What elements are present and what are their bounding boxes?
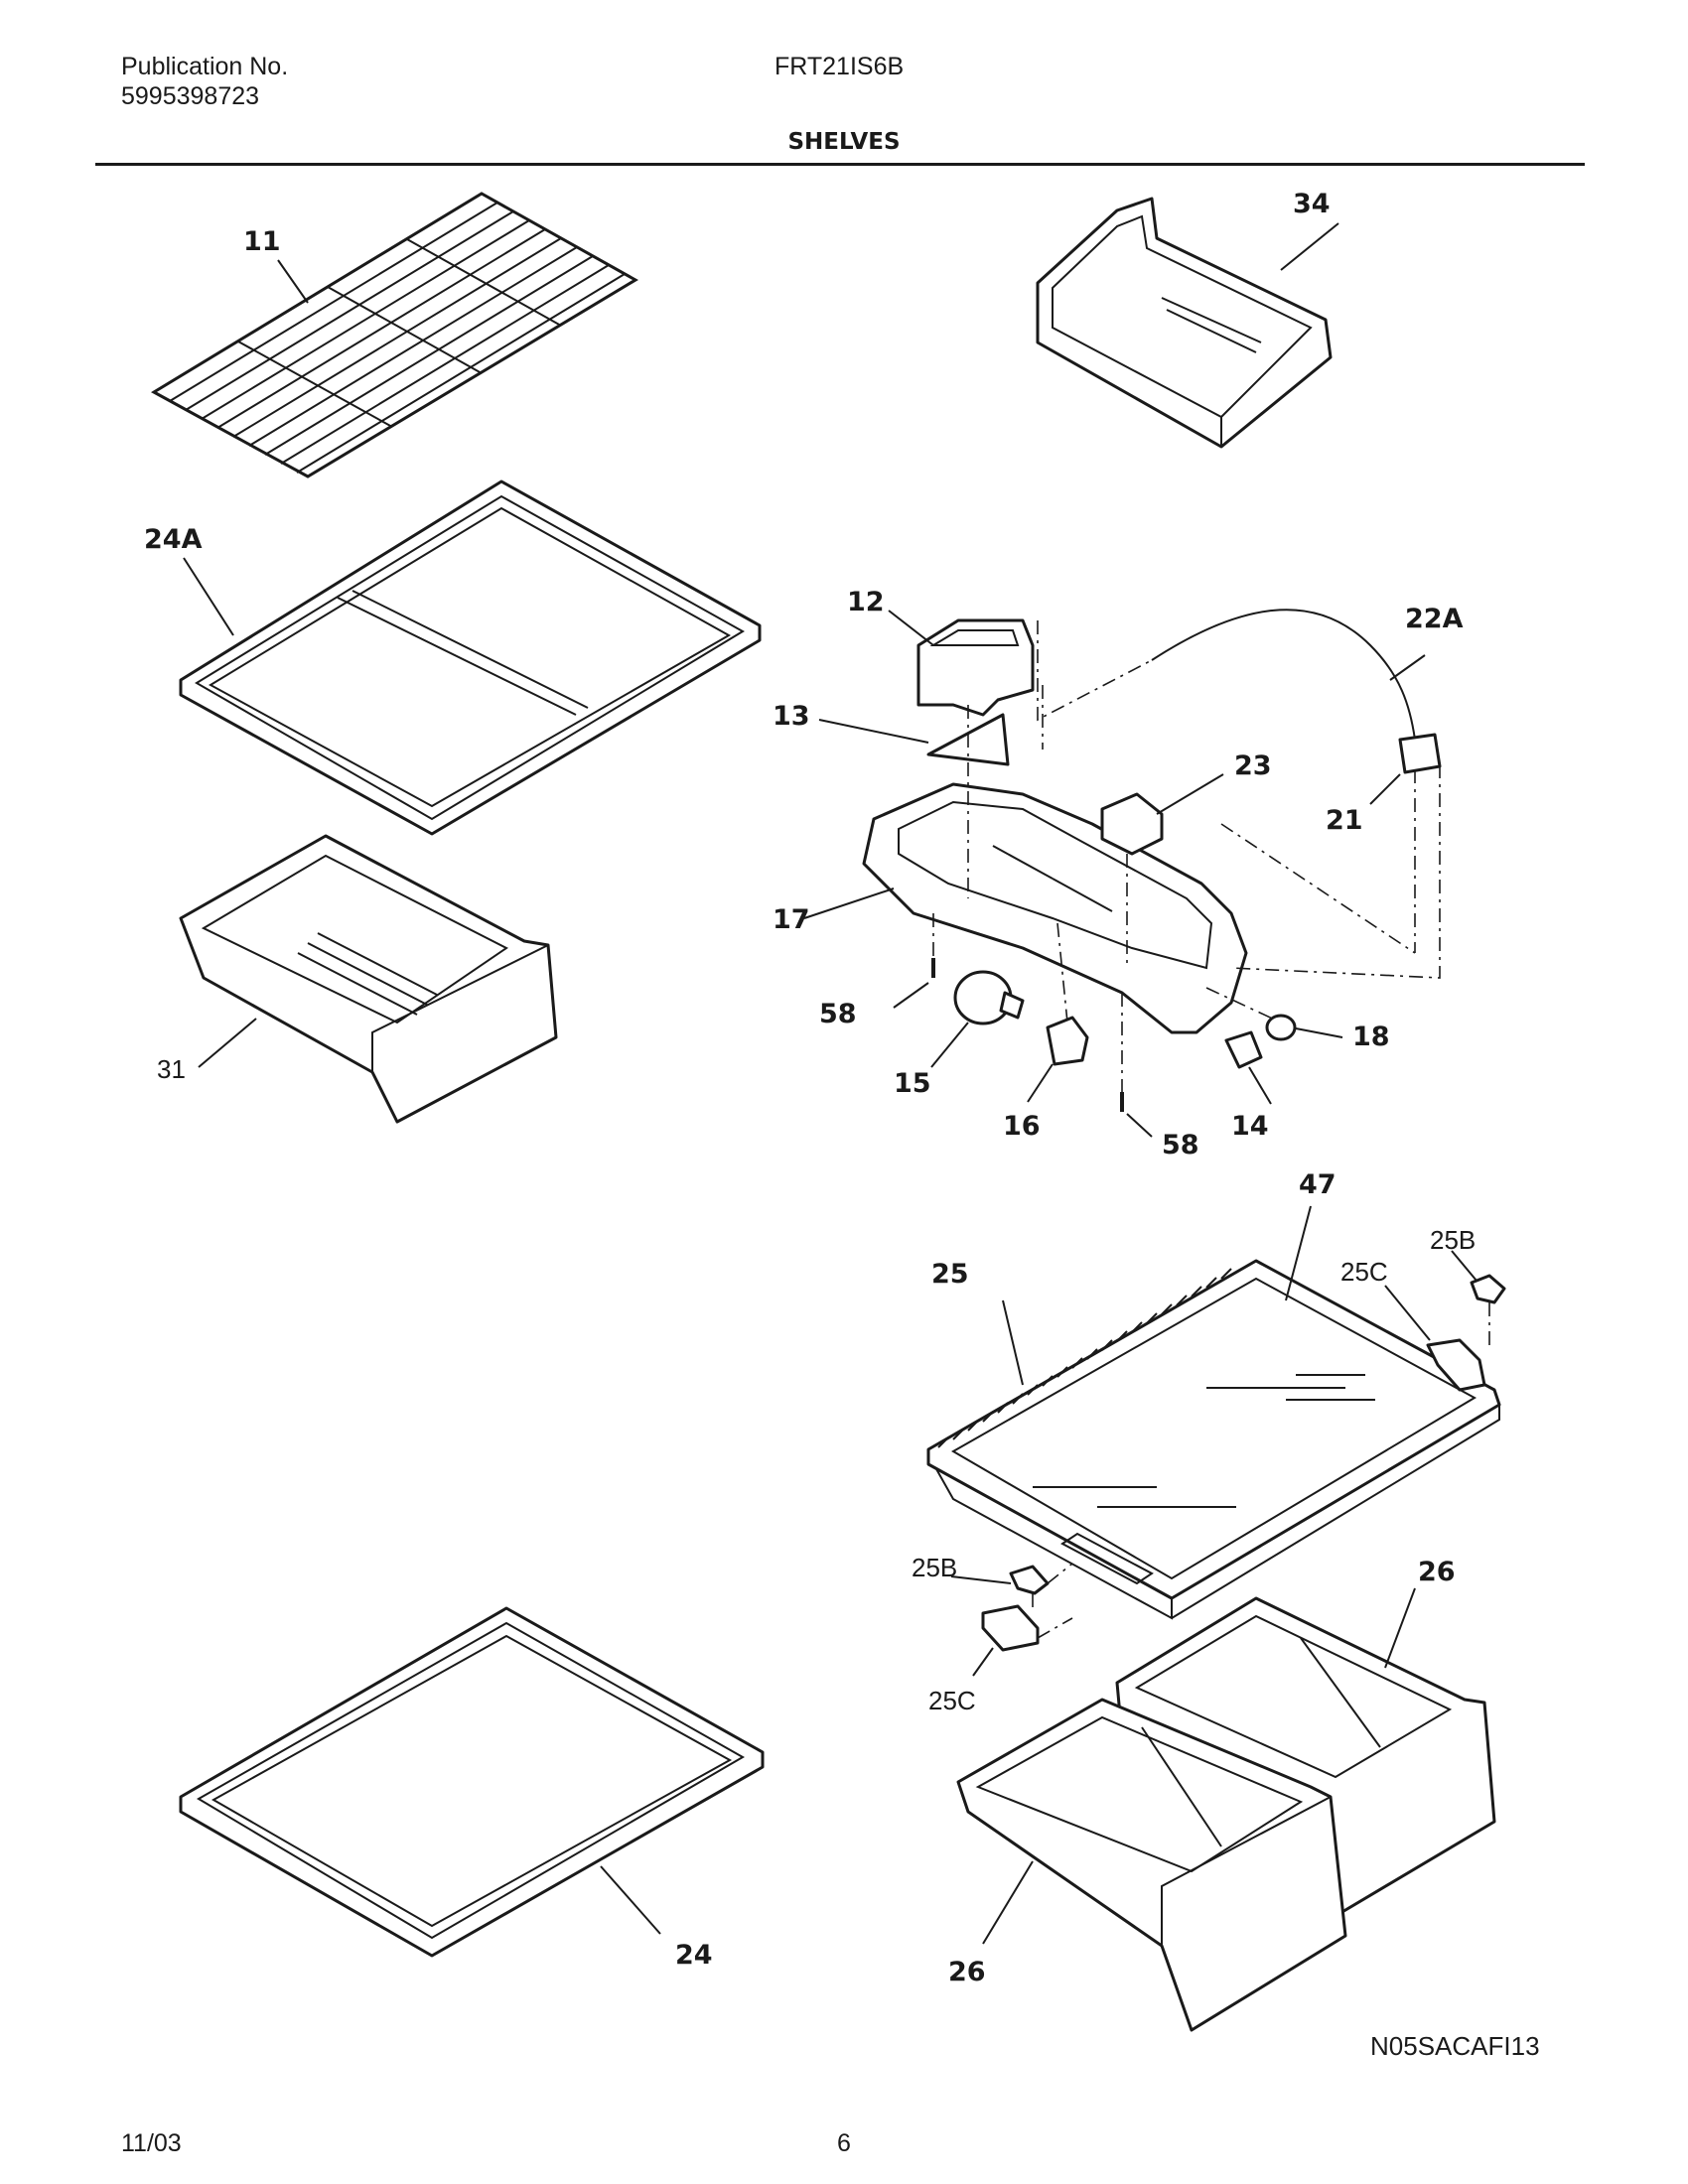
wire-shelf-11 (150, 192, 638, 478)
callout-13: 13 (773, 701, 810, 732)
header-rule (95, 163, 1585, 166)
callout-18: 18 (1352, 1022, 1390, 1052)
callout-22A: 22A (1405, 604, 1464, 634)
callout-25C-bottom: 25C (928, 1686, 976, 1715)
page-number: 6 (837, 2129, 851, 2157)
callout-25B-top: 25B (1430, 1225, 1476, 1255)
callout-25C-top: 25C (1340, 1257, 1388, 1287)
crisper-cover-25 (926, 1205, 1501, 1620)
callout-58b: 58 (1162, 1130, 1199, 1160)
cover-bracket-top (1384, 1250, 1506, 1392)
model-number: FRT21IS6B (774, 53, 905, 80)
callout-25B-bottom: 25B (912, 1553, 957, 1582)
callout-47: 47 (1299, 1169, 1336, 1200)
diagram-code: N05SACAFI13 (1370, 2031, 1540, 2061)
callout-11: 11 (243, 226, 281, 257)
callout-24: 24 (675, 1940, 713, 1971)
crisper-pan-31 (179, 834, 558, 1124)
callout-16: 16 (1003, 1111, 1041, 1142)
publication-label: Publication No. (121, 53, 289, 80)
footer-date: 11/03 (121, 2129, 182, 2157)
callout-58a: 58 (819, 999, 857, 1029)
callout-14: 14 (1231, 1111, 1269, 1142)
glass-shelf-24 (179, 1606, 765, 1958)
callout-31: 31 (157, 1054, 186, 1084)
callout-24A: 24A (144, 524, 203, 555)
callout-21: 21 (1326, 805, 1363, 836)
light-housing-assembly (803, 609, 1442, 1138)
door-bin-34 (1036, 197, 1339, 449)
callout-34: 34 (1293, 189, 1331, 219)
publication-number: 5995398723 (121, 82, 260, 110)
cover-bracket-bottom (950, 1563, 1073, 1677)
callout-25: 25 (931, 1259, 969, 1290)
crisper-drawers-26 (956, 1587, 1496, 2032)
callout-15: 15 (894, 1068, 931, 1099)
callout-26-top: 26 (1418, 1557, 1456, 1587)
callout-17: 17 (773, 904, 810, 935)
section-title: SHELVES (787, 129, 901, 155)
callout-23: 23 (1234, 751, 1272, 781)
callout-26-bottom: 26 (948, 1957, 986, 1987)
callout-12: 12 (847, 587, 885, 617)
glass-shelf-24A (179, 479, 762, 836)
